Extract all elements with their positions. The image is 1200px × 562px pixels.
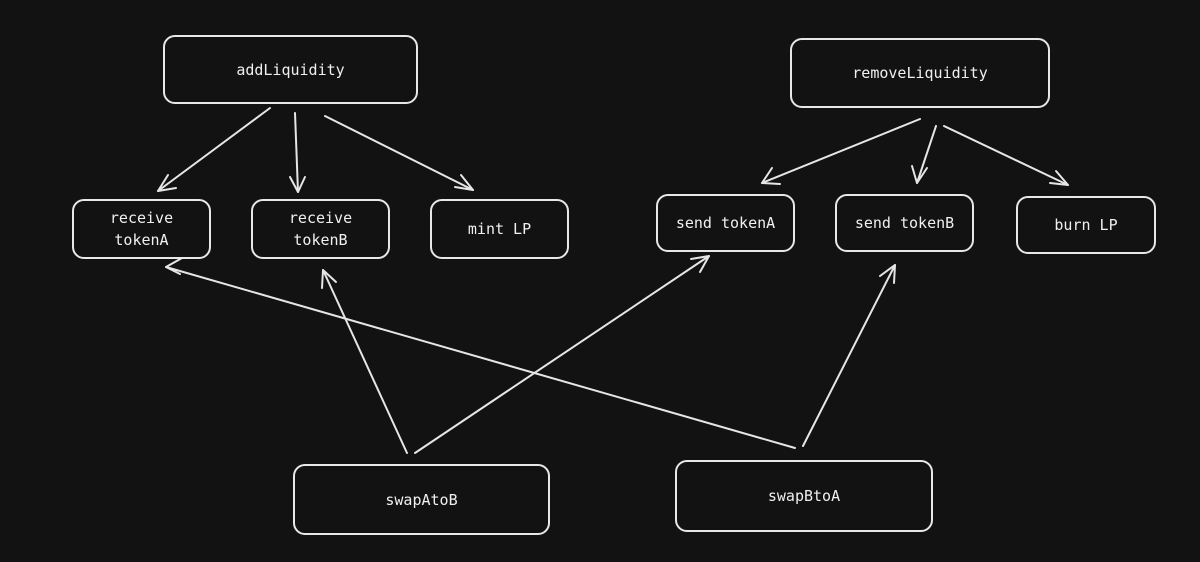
node-swap-b-to-a: swapBtoA: [675, 460, 933, 532]
node-add-liquidity-label: addLiquidity: [236, 60, 345, 79]
node-swap-b-to-a-label: swapBtoA: [767, 487, 841, 505]
edge-addliquidity-mint-lp: [324, 115, 474, 191]
node-receive-token-a: receive tokenA: [72, 199, 211, 259]
edge-swapatob-receive-tokenb: [321, 269, 408, 454]
edge-addliquidity-receive-tokena: [157, 107, 271, 192]
edge-swapbtoa-send-tokenb: [802, 264, 896, 447]
node-send-token-a-label: send tokenA: [675, 214, 776, 232]
edge-removeliquidity-burn-lp: [943, 125, 1069, 186]
node-send-token-b-label: send tokenB: [854, 214, 955, 232]
node-add-liquidity: addLiquidity: [163, 35, 418, 104]
node-receive-token-b: receive tokenB: [251, 199, 390, 259]
edge-removeliquidity-send-tokenb: [911, 125, 937, 184]
node-receive-token-b-line-1: receive: [288, 209, 353, 227]
node-send-token-b: send tokenB: [835, 194, 974, 252]
node-burn-lp: burn LP: [1016, 196, 1156, 254]
node-swap-a-to-b-label: swapAtoB: [385, 490, 458, 509]
node-receive-token-a-line-2: tokenA: [114, 231, 169, 249]
edge-swapatob-send-tokena: [414, 255, 710, 454]
node-receive-token-a-line-1: receive: [109, 209, 174, 227]
node-swap-a-to-b: swapAtoB: [293, 464, 550, 535]
edge-removeliquidity-send-tokena: [761, 118, 921, 185]
node-burn-lp-label: burn LP: [1054, 216, 1118, 234]
edge-swapbtoa-receive-tokena: [165, 257, 796, 449]
node-remove-liquidity-label: removeLiquidity: [852, 64, 988, 82]
node-mint-lp-label: mint LP: [467, 220, 532, 238]
edge-addliquidity-receive-tokenb: [289, 112, 306, 193]
node-send-token-a: send tokenA: [656, 194, 795, 252]
node-receive-token-b-line-2: tokenB: [293, 231, 348, 249]
node-mint-lp: mint LP: [430, 199, 569, 259]
node-remove-liquidity: removeLiquidity: [790, 38, 1050, 108]
